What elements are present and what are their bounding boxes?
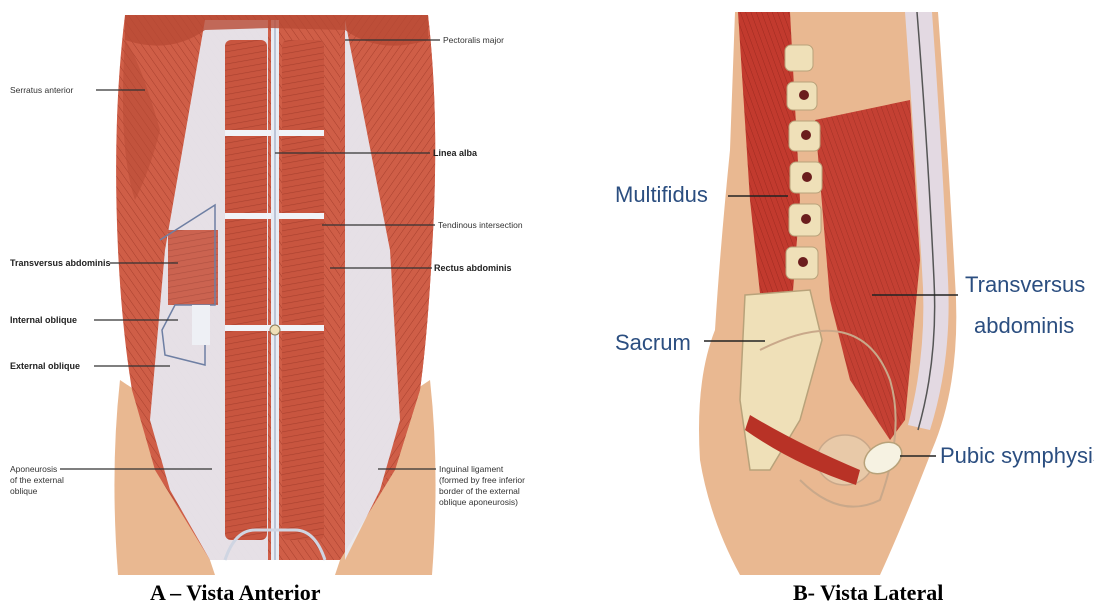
label-aponeurosis-line2: of the external [10, 475, 64, 485]
label-inguinal-line4: oblique aponeurosis) [439, 497, 518, 507]
label-serratus-anterior: Serratus anterior [10, 85, 73, 95]
label-multifidus: Multifidus [615, 182, 708, 207]
label-inguinal-line3: border of the external [439, 486, 520, 496]
label-linea-alba: Linea alba [433, 148, 478, 158]
internal-oblique-window [192, 305, 210, 345]
lateral-view-panel: Multifidus Sacrum Transversus abdominis … [560, 0, 1094, 613]
label-inguinal-line1: Inguinal ligament [439, 464, 504, 474]
transversus-abdominis-window [168, 230, 218, 305]
umbilicus [270, 325, 280, 335]
caption-anterior-view: A – Vista Anterior [150, 580, 321, 606]
anterior-view-panel: Pectoralis major Serratus anterior Linea… [0, 0, 560, 613]
lateral-view-illustration: Multifidus Sacrum Transversus abdominis … [560, 0, 1094, 580]
label-internal-oblique: Internal oblique [10, 315, 77, 325]
label-transversus-abdominis: Transversus abdominis [10, 258, 111, 268]
label-transversus-line1: Transversus [965, 272, 1085, 297]
label-aponeurosis-line3: oblique [10, 486, 38, 496]
label-sacrum: Sacrum [615, 330, 691, 355]
caption-lateral-view: B- Vista Lateral [793, 580, 943, 606]
label-transversus-line2: abdominis [974, 313, 1074, 338]
label-pubic-symphysis: Pubic symphysis [940, 443, 1094, 468]
label-pectoralis-major: Pectoralis major [443, 35, 504, 45]
label-external-oblique: External oblique [10, 361, 80, 371]
anterior-view-illustration: Pectoralis major Serratus anterior Linea… [0, 0, 560, 580]
rectus-abdominis-right [282, 40, 324, 540]
label-aponeurosis-line1: Aponeurosis [10, 464, 57, 474]
rectus-abdominis-left [225, 40, 267, 540]
label-tendinous-intersection: Tendinous intersection [438, 220, 523, 230]
label-rectus-abdominis: Rectus abdominis [434, 263, 512, 273]
label-inguinal-line2: (formed by free inferior [439, 475, 525, 485]
